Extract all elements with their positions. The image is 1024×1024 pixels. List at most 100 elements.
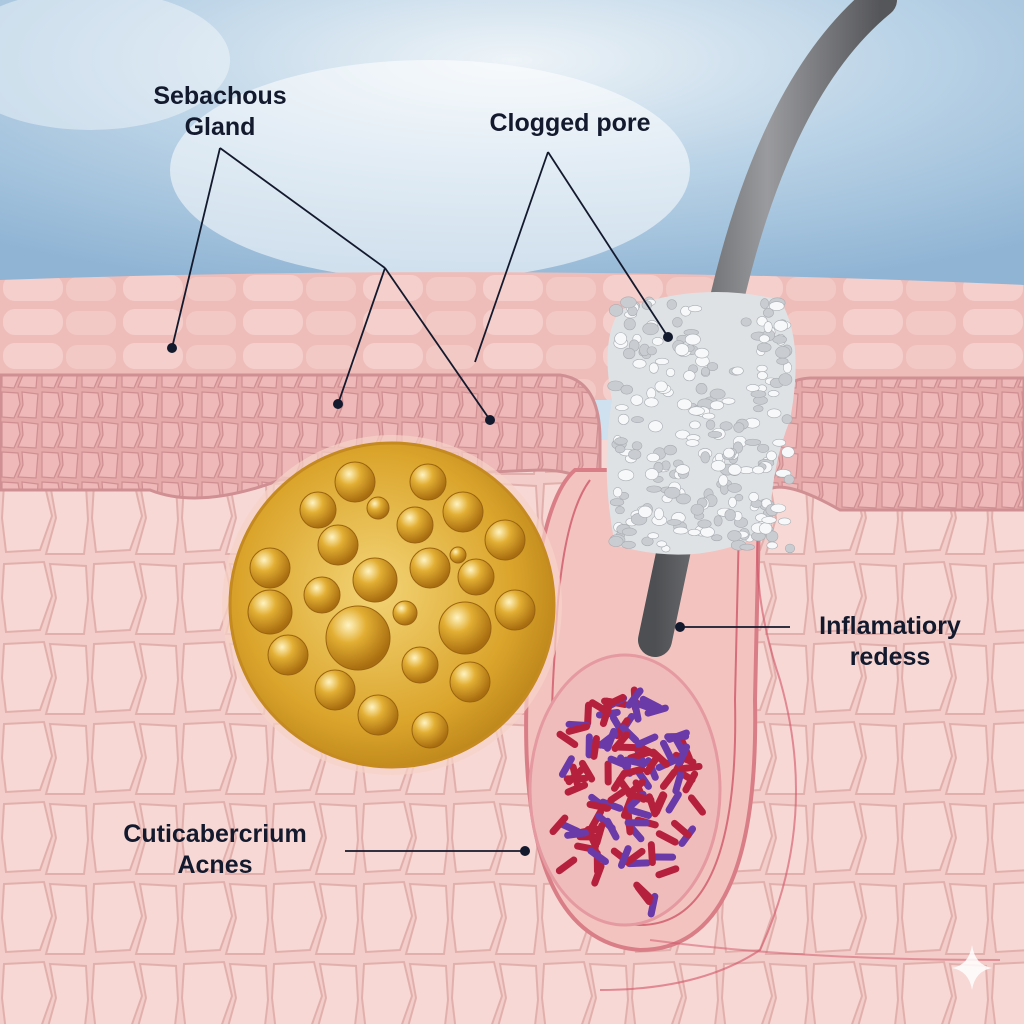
sebum-granule (615, 506, 625, 515)
sebum-droplet (314, 669, 356, 711)
sebum-droplet (357, 694, 399, 736)
sebum-droplet (442, 491, 484, 533)
bacterium (639, 695, 663, 712)
sebum-droplet (299, 491, 337, 529)
sebum-granule (710, 460, 726, 472)
label-clogged-pore: Clogged pore (489, 109, 651, 137)
bacterium (659, 739, 676, 763)
sebum-droplet (396, 506, 434, 544)
sebum-granule (675, 429, 690, 440)
sebum-granule (689, 420, 701, 430)
sebum-granule (733, 422, 745, 433)
sebum-granule (654, 507, 664, 521)
label-bacteria: Cuticabercrium Acnes (95, 819, 335, 881)
sebum-granule (609, 304, 624, 317)
sebum-granule (641, 536, 654, 547)
sebum-granule (700, 526, 715, 538)
sebum-granule (772, 438, 786, 447)
bacterium (615, 743, 641, 752)
sebum-droplet (401, 646, 439, 684)
sebum-droplet (392, 600, 418, 626)
bacterium (659, 768, 678, 790)
sebum-granule (646, 346, 657, 356)
bacterium (603, 693, 627, 709)
bacterium (587, 847, 609, 866)
bacterium (622, 756, 648, 768)
sebum-granule (723, 447, 735, 459)
sebum-granule (768, 301, 785, 311)
blood-vessel (599, 469, 797, 991)
bacterium (590, 735, 601, 760)
bacterium (607, 786, 630, 804)
sebum-granule (609, 498, 625, 507)
sebum-granule (766, 450, 777, 461)
sebum-granule (778, 517, 792, 526)
sebum-droplet (411, 711, 449, 749)
sebum-droplet (249, 547, 291, 589)
sebum-droplet (457, 558, 495, 596)
sebum-granule (621, 527, 637, 536)
bacterium (625, 687, 644, 709)
sebum-granule (646, 452, 660, 463)
sebum-granule (608, 536, 624, 547)
sebum-granule (628, 449, 642, 460)
sebum-granule (756, 364, 768, 373)
sebum-granule (673, 526, 689, 535)
sebum-droplet (334, 461, 376, 503)
sebum-granule (727, 463, 742, 476)
sebum-granule (763, 321, 773, 334)
sebum-granule (631, 416, 644, 423)
sebum-granule (695, 383, 708, 395)
sebum-granule (664, 486, 681, 499)
sebum-granule (763, 308, 774, 318)
bacterium (604, 817, 620, 841)
sebum-droplet (494, 589, 536, 631)
sebum-droplet (267, 634, 309, 676)
sebum-granule (775, 346, 791, 359)
bacteria-cluster (549, 686, 707, 918)
sebum-granule (615, 404, 629, 411)
bacterium (651, 791, 667, 815)
bacterium (617, 845, 632, 869)
sebum-granule (694, 347, 710, 359)
sebum-granule (666, 299, 677, 310)
sebum-granule (705, 419, 716, 430)
sebum-granule (688, 305, 703, 313)
bacterium (599, 702, 613, 728)
sebum-granule (721, 397, 736, 405)
bacterium (549, 814, 569, 836)
bacterium (564, 781, 589, 796)
label-line: redess (849, 643, 931, 671)
bacterium (620, 765, 646, 778)
sebum-granule (623, 318, 636, 331)
sebum-droplet (247, 589, 293, 635)
sebum-granule (667, 519, 682, 526)
bacterium (599, 798, 624, 812)
sebum-granule (651, 337, 664, 346)
sebum-granule (776, 357, 789, 365)
sebum-granule (617, 413, 630, 425)
sebum-droplet (352, 557, 398, 603)
sebum-granule (683, 370, 696, 382)
bacterium (671, 734, 688, 758)
bacterium (643, 753, 661, 776)
sebum-granule (739, 543, 755, 551)
sebum-granule (766, 541, 778, 550)
sebum-granule (614, 332, 628, 345)
bacterium (623, 847, 646, 866)
bacterium (672, 770, 685, 795)
label-line: Cuticabercrium (123, 820, 307, 848)
sebum-granule (767, 390, 780, 397)
label-line: Gland (184, 113, 256, 141)
sebum-droplet (409, 463, 447, 501)
sebum-granule (728, 496, 737, 508)
sebum-granule (709, 388, 726, 400)
sebum-granule (758, 522, 773, 535)
label-line: Acnes (177, 851, 253, 879)
bacterium (665, 791, 682, 814)
bacterium (677, 762, 703, 773)
sebum-droplets (247, 461, 536, 749)
sebum-granule (727, 483, 742, 493)
sebum-granule (620, 296, 637, 309)
sebum-granule (685, 439, 700, 447)
